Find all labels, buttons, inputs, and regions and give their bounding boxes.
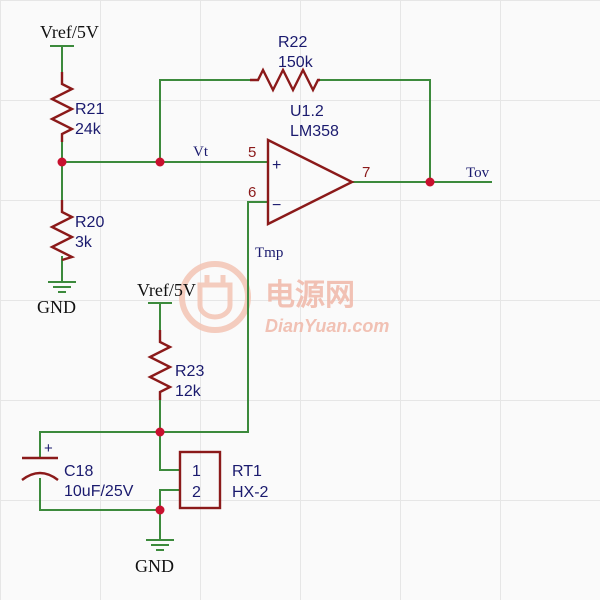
watermark-cn: 电源网 — [265, 279, 355, 312]
net-vt: Vt — [193, 144, 209, 160]
r20-zigzag — [49, 200, 76, 262]
junction-gnd-node — [155, 505, 165, 515]
u1-part: LM358 — [290, 123, 339, 140]
power-vref-top: Vref/5V — [40, 22, 99, 47]
junction-tmp-node — [155, 427, 165, 437]
opamp-plus: + — [272, 157, 281, 174]
r22-ref: R22 — [278, 34, 307, 51]
c18-value: 10uF/25V — [64, 483, 134, 500]
c18-plate-bottom — [21, 471, 59, 481]
watermark: 电源网 DianYuan.com — [179, 261, 389, 336]
opamp-u1: + − 5 6 7 U1.2 LM358 — [248, 103, 370, 226]
c18-ref: C18 — [64, 463, 93, 480]
opamp-triangle — [266, 138, 355, 226]
vref-top-label: Vref/5V — [40, 22, 99, 42]
wire-feedback-right — [320, 79, 431, 182]
net-tmp: Tmp — [255, 245, 283, 261]
junction-vt-left — [57, 157, 67, 167]
watermark-en: DianYuan.com — [265, 316, 389, 336]
capacitor-c18: + C18 10uF/25V — [21, 440, 134, 500]
plug-icon — [197, 275, 233, 320]
resistor-r23: R23 12k — [147, 330, 204, 400]
power-gnd-bottom: GND — [135, 539, 174, 576]
r23-value: 12k — [175, 383, 202, 400]
wire-c18-gnd — [39, 478, 160, 511]
gnd-top-label: GND — [37, 297, 76, 317]
pin6-label: 6 — [248, 184, 256, 201]
gnd-bottom-label: GND — [135, 556, 174, 576]
rt1-pin2: 2 — [192, 484, 201, 501]
junctions — [57, 157, 435, 515]
junction-output — [425, 177, 435, 187]
r22-zigzag — [250, 67, 320, 93]
r20-value: 3k — [75, 234, 93, 251]
pin5-label: 5 — [248, 144, 256, 161]
thermistor-rt1: 1 2 RT1 HX-2 — [178, 450, 269, 510]
r23-zigzag — [147, 330, 173, 400]
power-gnd-top: GND — [37, 281, 76, 317]
r20-ref: R20 — [75, 214, 104, 231]
wire-rt1-gnd — [159, 489, 180, 540]
junction-vt-feedback — [155, 157, 165, 167]
u1-ref: U1.2 — [290, 103, 324, 120]
power-vref-mid: Vref/5V — [137, 280, 196, 304]
c18-plus: + — [44, 440, 53, 457]
net-tov: Tov — [466, 165, 490, 181]
pin7-label: 7 — [362, 164, 370, 181]
r21-ref: R21 — [75, 101, 104, 118]
resistor-r20: R20 3k — [49, 200, 104, 262]
wire-tmp — [160, 201, 268, 433]
rt1-part: HX-2 — [232, 484, 269, 501]
rt1-ref: RT1 — [232, 463, 262, 480]
opamp-minus: − — [272, 197, 281, 214]
rt1-body — [178, 450, 222, 510]
wire-feedback-left — [159, 79, 250, 162]
vref-mid-label: Vref/5V — [137, 280, 196, 300]
rt1-pin1: 1 — [192, 463, 201, 480]
r21-value: 24k — [75, 121, 102, 138]
resistor-r22: R22 150k — [250, 34, 320, 93]
resistor-r21: R21 24k — [49, 72, 104, 142]
r21-zigzag — [49, 72, 75, 142]
wire-node-rt1 — [159, 432, 180, 471]
r23-ref: R23 — [175, 363, 204, 380]
r22-value: 150k — [278, 54, 314, 71]
wire-node-c18 — [39, 431, 160, 458]
wires — [39, 46, 492, 540]
